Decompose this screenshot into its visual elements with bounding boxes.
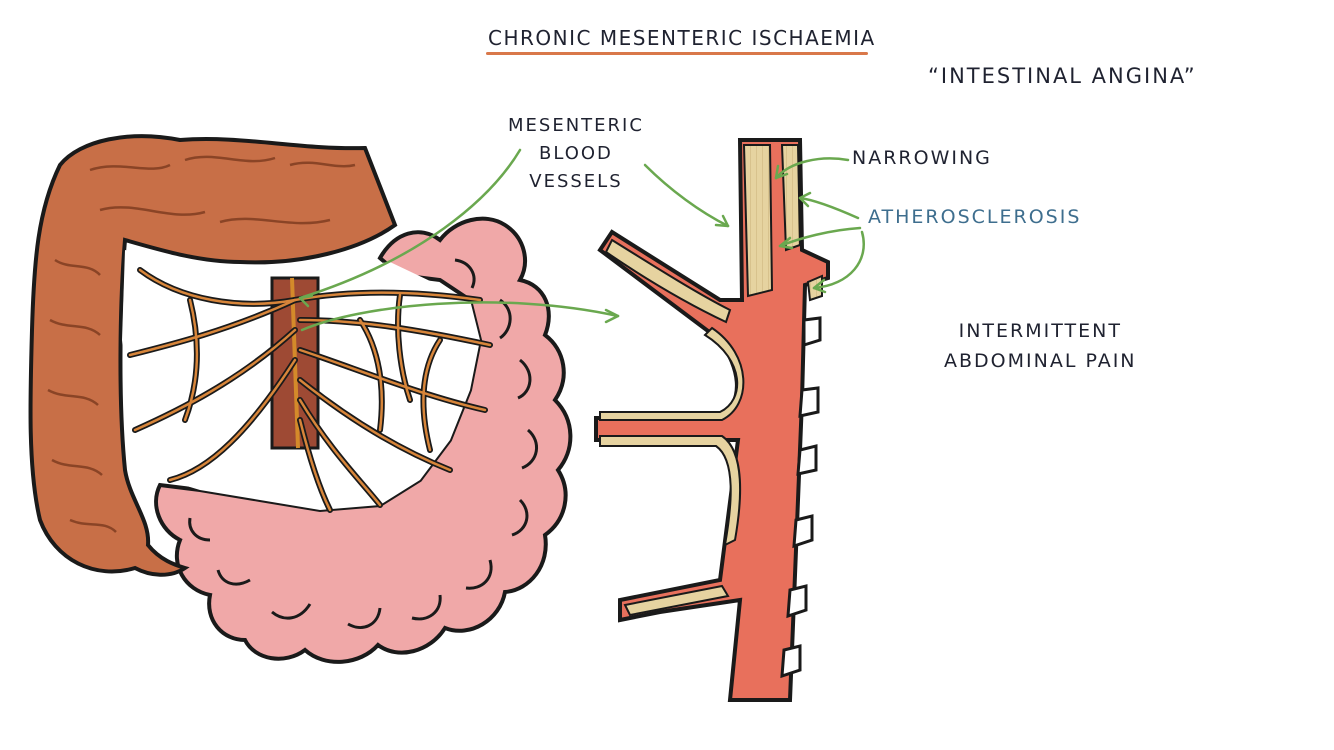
abdominal-pain-label: Intermittent Abdominal Pain xyxy=(944,316,1137,376)
small-intestine xyxy=(154,216,573,664)
arrow-vessels-to-mesentery xyxy=(298,148,522,300)
vessels-label-line1: Mesenteric xyxy=(508,115,644,136)
title-underline xyxy=(486,52,868,55)
arrow-athero-2 xyxy=(778,226,862,248)
colon xyxy=(28,134,398,577)
narrowing-label: Narrowing xyxy=(852,147,992,169)
mesenteric-vessel-tree xyxy=(122,250,493,513)
vessels-label-line3: Vessels xyxy=(529,171,623,192)
arrow-mesentery-to-artery xyxy=(300,301,620,332)
arrow-narrowing xyxy=(774,157,850,180)
pain-label-line1: Intermittent xyxy=(958,320,1122,342)
pain-label-line2: Abdominal Pain xyxy=(944,350,1137,372)
arrow-vessels-to-artery xyxy=(643,163,730,228)
arrow-athero-3 xyxy=(812,230,865,290)
artery-diagram xyxy=(594,138,830,702)
arrow-athero-1 xyxy=(798,196,860,220)
atherosclerosis-label: Atherosclerosis xyxy=(868,206,1082,228)
diagram-title: Chronic Mesenteric Ischaemia xyxy=(488,26,876,50)
annotation-arrows xyxy=(298,148,865,332)
vessels-label-line2: Blood xyxy=(538,143,613,164)
mesenteric-blood-vessels-label: Mesenteric Blood Vessels xyxy=(508,112,644,196)
quote-label: “Intestinal Angina” xyxy=(928,64,1197,88)
